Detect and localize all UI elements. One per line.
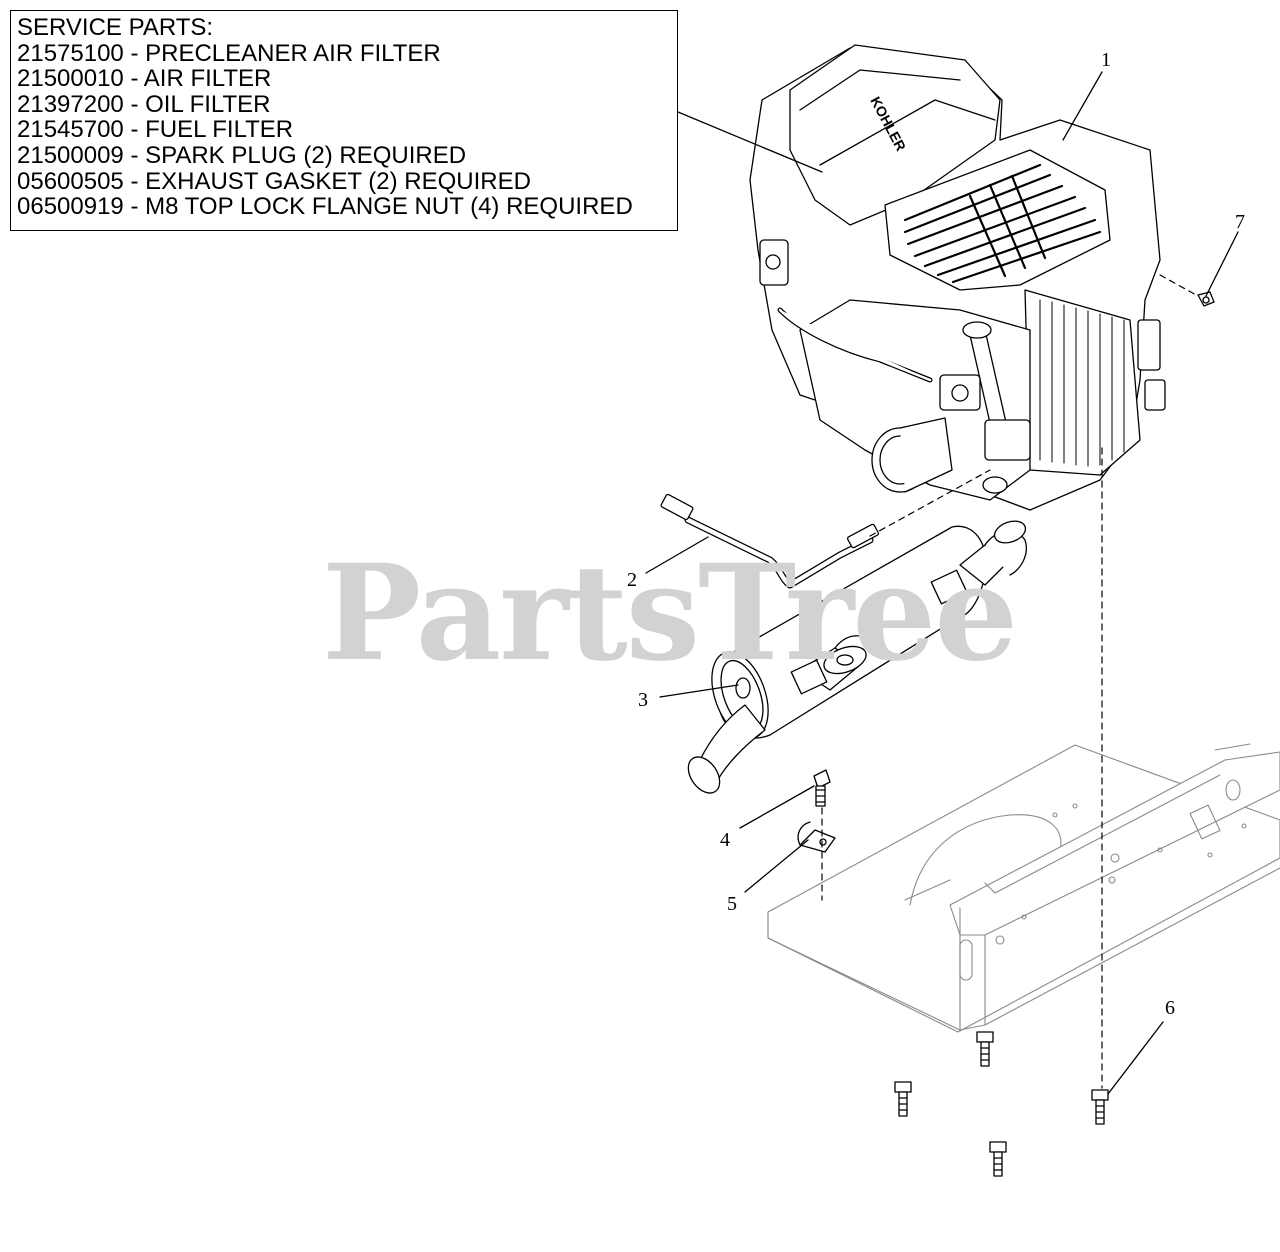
flange-nut (1198, 292, 1214, 306)
service-parts-box: SERVICE PARTS: 21575100 - PRECLEANER AIR… (10, 10, 678, 231)
service-part-item: 21545700 - FUEL FILTER (17, 116, 294, 144)
leader-2 (646, 537, 708, 573)
service-part-item: 05600505 - EXHAUST GASKET (2) REQUIRED (17, 167, 531, 195)
leader-4 (740, 786, 814, 828)
callout-2[interactable]: 2 (627, 569, 637, 591)
callout-1[interactable]: 1 (1101, 49, 1111, 71)
bracket-clip (798, 822, 835, 852)
service-part-item: 21500010 - AIR FILTER (17, 65, 272, 93)
frame-plate (768, 744, 1280, 1032)
watermark: PartsTree (322, 536, 1018, 691)
engine (750, 45, 1165, 510)
leader-3 (660, 685, 738, 697)
callout-6[interactable]: 6 (1165, 997, 1175, 1019)
callout-5[interactable]: 5 (727, 893, 737, 915)
leader-1 (1063, 72, 1102, 140)
leader-5 (745, 840, 808, 892)
service-part-item: 21575100 - PRECLEANER AIR FILTER (17, 39, 441, 67)
hose-clamp-bolt (814, 770, 830, 806)
muffler (682, 517, 1029, 799)
callout-3[interactable]: 3 (638, 689, 648, 711)
service-parts-heading: SERVICE PARTS: (17, 14, 214, 41)
assembly-lines (822, 275, 1198, 1088)
leader-7 (1206, 232, 1238, 296)
service-part-item: 21397200 - OIL FILTER (17, 90, 271, 118)
service-part-item: 06500919 - M8 TOP LOCK FLANGE NUT (4) RE… (17, 193, 633, 221)
leader-lines (646, 72, 1238, 1094)
service-box-leader (678, 112, 822, 172)
callout-7[interactable]: 7 (1235, 211, 1245, 233)
callout-4[interactable]: 4 (720, 829, 730, 851)
fuel-line (660, 494, 879, 585)
service-part-item: 21500009 - SPARK PLUG (2) REQUIRED (17, 141, 467, 169)
leader-6 (1108, 1022, 1163, 1094)
mounting-bolts (895, 1032, 1108, 1176)
